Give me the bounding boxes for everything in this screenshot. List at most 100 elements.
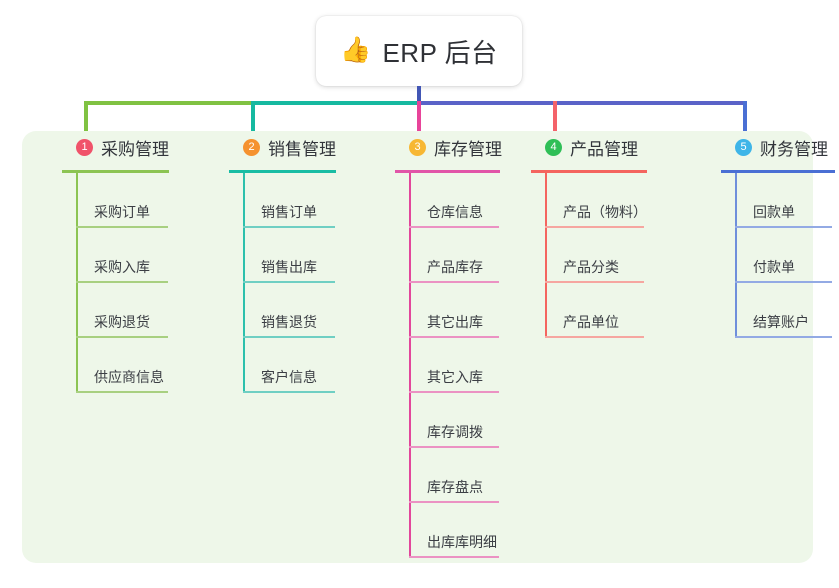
leaf-item[interactable]: 销售订单 [243, 173, 336, 228]
column-badge-2: 2 [243, 138, 260, 156]
column-badge-5: 5 [735, 138, 752, 156]
leaf-rail-line-3 [409, 173, 411, 558]
leaf-item-label: 库存调拨 [427, 424, 483, 440]
leaf-item-label: 产品库存 [427, 259, 483, 275]
leaf-item-rule [76, 391, 168, 393]
leaf-item-rule [545, 281, 644, 283]
root-node-title: ERP 后台 [382, 37, 498, 68]
leaf-item-label: 销售退货 [261, 314, 317, 330]
leaf-item-label: 产品（物料） [563, 204, 647, 220]
column-title-2: 销售管理 [268, 139, 336, 159]
column-title-1: 采购管理 [101, 139, 169, 159]
column-rule-4 [531, 170, 647, 173]
leaf-item-label: 采购退货 [94, 314, 150, 330]
leaf-item-rule [409, 336, 499, 338]
branch-column-2: 2 销售管理 销售订单销售出库销售退货客户信息 [229, 131, 336, 393]
connector-stub-column-3 [417, 101, 421, 140]
leaf-item[interactable]: 库存调拨 [409, 393, 502, 448]
connector-bus-segment-2 [251, 101, 417, 105]
leaf-item-label: 产品单位 [563, 314, 619, 330]
leaf-item-label: 其它入库 [427, 369, 483, 385]
leaf-item-label: 其它出库 [427, 314, 483, 330]
leaf-item[interactable]: 结算账户 [735, 283, 835, 338]
leaf-item[interactable]: 客户信息 [243, 338, 336, 393]
leaf-item[interactable]: 采购入库 [76, 228, 169, 283]
leaf-item-label: 供应商信息 [94, 369, 164, 385]
leaf-item[interactable]: 供应商信息 [76, 338, 169, 393]
leaf-item[interactable]: 库存盘点 [409, 448, 502, 503]
column-header-1[interactable]: 1 采购管理 [62, 131, 169, 163]
leaf-item-rule [409, 391, 499, 393]
leaf-item[interactable]: 仓库信息 [409, 173, 502, 228]
leaf-item-label: 仓库信息 [427, 204, 483, 220]
leaf-item-rule [243, 336, 335, 338]
leaf-item-rule [735, 336, 832, 338]
column-rule-5 [721, 170, 835, 173]
leaf-item[interactable]: 回款单 [735, 173, 835, 228]
leaf-item-rule [735, 226, 832, 228]
leaf-item[interactable]: 销售出库 [243, 228, 336, 283]
leaf-list-1: 采购订单采购入库采购退货供应商信息 [76, 173, 169, 393]
leaf-item[interactable]: 出库库明细 [409, 503, 502, 558]
leaf-item-label: 采购入库 [94, 259, 150, 275]
root-connector-drop [417, 86, 421, 103]
column-badge-1: 1 [76, 138, 93, 156]
leaf-item-rule [735, 281, 832, 283]
column-header-5[interactable]: 5 财务管理 [721, 131, 835, 163]
leaf-item-rule [545, 336, 644, 338]
branch-column-5: 5 财务管理 回款单付款单结算账户 [721, 131, 835, 338]
leaf-item-rule [243, 226, 335, 228]
leaf-rail-line-4 [545, 173, 547, 338]
leaf-item[interactable]: 产品分类 [545, 228, 647, 283]
leaf-item[interactable]: 产品（物料） [545, 173, 647, 228]
leaf-item-label: 库存盘点 [427, 479, 483, 495]
leaf-rail-line-1 [76, 173, 78, 393]
leaf-item-label: 回款单 [753, 204, 795, 220]
leaf-item-label: 结算账户 [753, 314, 809, 330]
leaf-item[interactable]: 付款单 [735, 228, 835, 283]
leaf-item[interactable]: 销售退货 [243, 283, 336, 338]
leaf-item-label: 采购订单 [94, 204, 150, 220]
leaf-list-4: 产品（物料） 产品分类产品单位 [545, 173, 647, 338]
column-rule-1 [62, 170, 169, 173]
leaf-item-label: 销售订单 [261, 204, 317, 220]
column-title-4: 产品管理 [570, 139, 638, 159]
column-rule-2 [229, 170, 336, 173]
connector-stub-column-2 [251, 101, 255, 140]
leaf-item-label: 销售出库 [261, 259, 317, 275]
column-badge-4: 4 [545, 138, 562, 156]
leaf-item[interactable]: 其它入库 [409, 338, 502, 393]
leaf-item-rule [76, 336, 168, 338]
column-title-3: 库存管理 [434, 139, 502, 159]
leaf-item[interactable]: 产品单位 [545, 283, 647, 338]
column-header-4[interactable]: 4 产品管理 [531, 131, 647, 163]
leaf-item-rule [243, 391, 335, 393]
leaf-list-5: 回款单付款单结算账户 [735, 173, 835, 338]
leaf-rail-line-2 [243, 173, 245, 393]
leaf-item-label: 产品分类 [563, 259, 619, 275]
leaf-item-rule [545, 226, 644, 228]
column-header-3[interactable]: 3 库存管理 [395, 131, 502, 163]
column-title-5: 财务管理 [760, 139, 828, 159]
leaf-list-2: 销售订单销售出库销售退货客户信息 [243, 173, 336, 393]
branch-column-1: 1 采购管理 采购订单采购入库采购退货供应商信息 [62, 131, 169, 393]
connector-bus-segment-3 [417, 101, 747, 105]
leaf-item-label: 付款单 [753, 259, 795, 275]
branch-column-3: 3 库存管理 仓库信息产品库存其它出库其它入库库存调拨库存盘点出库库明细 [395, 131, 502, 558]
connector-stub-column-5 [743, 101, 747, 140]
root-node-card[interactable]: 👍 ERP 后台 [316, 16, 522, 86]
leaf-item-rule [409, 446, 499, 448]
leaf-item-label: 客户信息 [261, 369, 317, 385]
connector-bus-segment-1 [84, 101, 251, 105]
leaf-list-3: 仓库信息产品库存其它出库其它入库库存调拨库存盘点出库库明细 [409, 173, 502, 558]
connector-stub-column-4 [553, 101, 557, 140]
leaf-item[interactable]: 采购订单 [76, 173, 169, 228]
leaf-item[interactable]: 产品库存 [409, 228, 502, 283]
column-header-2[interactable]: 2 销售管理 [229, 131, 336, 163]
leaf-rail-line-5 [735, 173, 737, 338]
leaf-item-rule [409, 501, 499, 503]
leaf-item-rule [409, 226, 499, 228]
branch-column-4: 4 产品管理 产品（物料） 产品分类产品单位 [531, 131, 647, 338]
leaf-item[interactable]: 其它出库 [409, 283, 502, 338]
leaf-item[interactable]: 采购退货 [76, 283, 169, 338]
